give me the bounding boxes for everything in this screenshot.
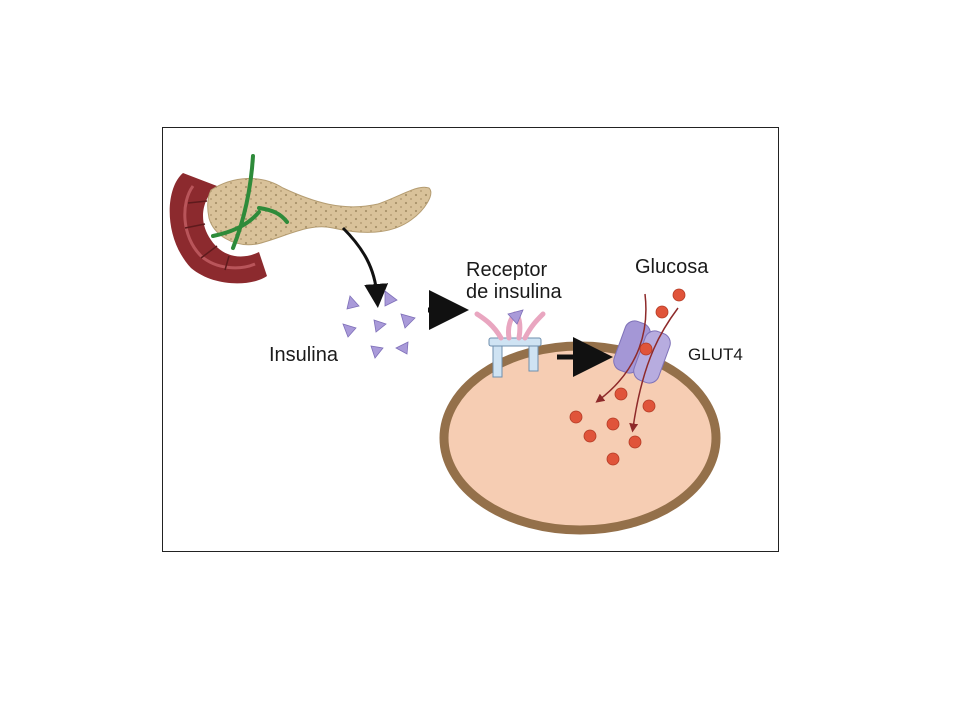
- glucose-molecule: [583, 429, 597, 443]
- insulin-molecule: [400, 313, 416, 329]
- insulin-molecule: [346, 295, 360, 310]
- glucose-molecule: [606, 452, 620, 466]
- receptor-label-line2: de insulina: [466, 281, 563, 303]
- secretion-arrow: [341, 226, 389, 308]
- pancreatic-duct: [211, 154, 289, 250]
- glucose-molecules: [569, 288, 686, 466]
- glut4-label: GLUT4: [688, 345, 743, 364]
- insulin-label: Insulina: [269, 344, 339, 366]
- glucose-molecule: [569, 410, 583, 424]
- glucose-molecule: [642, 399, 656, 413]
- insulin-molecule: [395, 341, 409, 355]
- insulin-molecule: [370, 345, 384, 359]
- pancreas-illustration: [169, 154, 432, 284]
- glucose-molecule: [672, 288, 686, 302]
- insulin-molecule: [373, 319, 387, 333]
- insulin-receptor: [474, 309, 546, 378]
- glucose-molecule: [614, 387, 628, 401]
- diagram-canvas: Insulina Receptor de insulina Glucosa GL…: [169, 154, 743, 535]
- insulin-molecule: [342, 323, 357, 338]
- receptor-label-line1: Receptor: [466, 259, 547, 281]
- glucose-molecule: [628, 435, 642, 449]
- duodenum: [169, 173, 267, 284]
- diagram-frame: Insulina Receptor de insulina Glucosa GL…: [162, 127, 779, 552]
- duodenum-inner: [183, 185, 256, 270]
- glut4-transporter: [613, 320, 671, 384]
- glucose-molecule: [606, 417, 620, 431]
- glucose-molecule: [639, 342, 653, 356]
- glucose-label: Glucosa: [635, 256, 709, 278]
- pancreas-body: [207, 177, 432, 246]
- glucose-molecule: [655, 305, 669, 319]
- bound-insulin: [507, 309, 524, 325]
- insulin-molecules: [342, 290, 416, 359]
- insulin-molecule: [384, 290, 398, 307]
- cell: [439, 341, 721, 535]
- glucose-transport-paths: [595, 293, 679, 433]
